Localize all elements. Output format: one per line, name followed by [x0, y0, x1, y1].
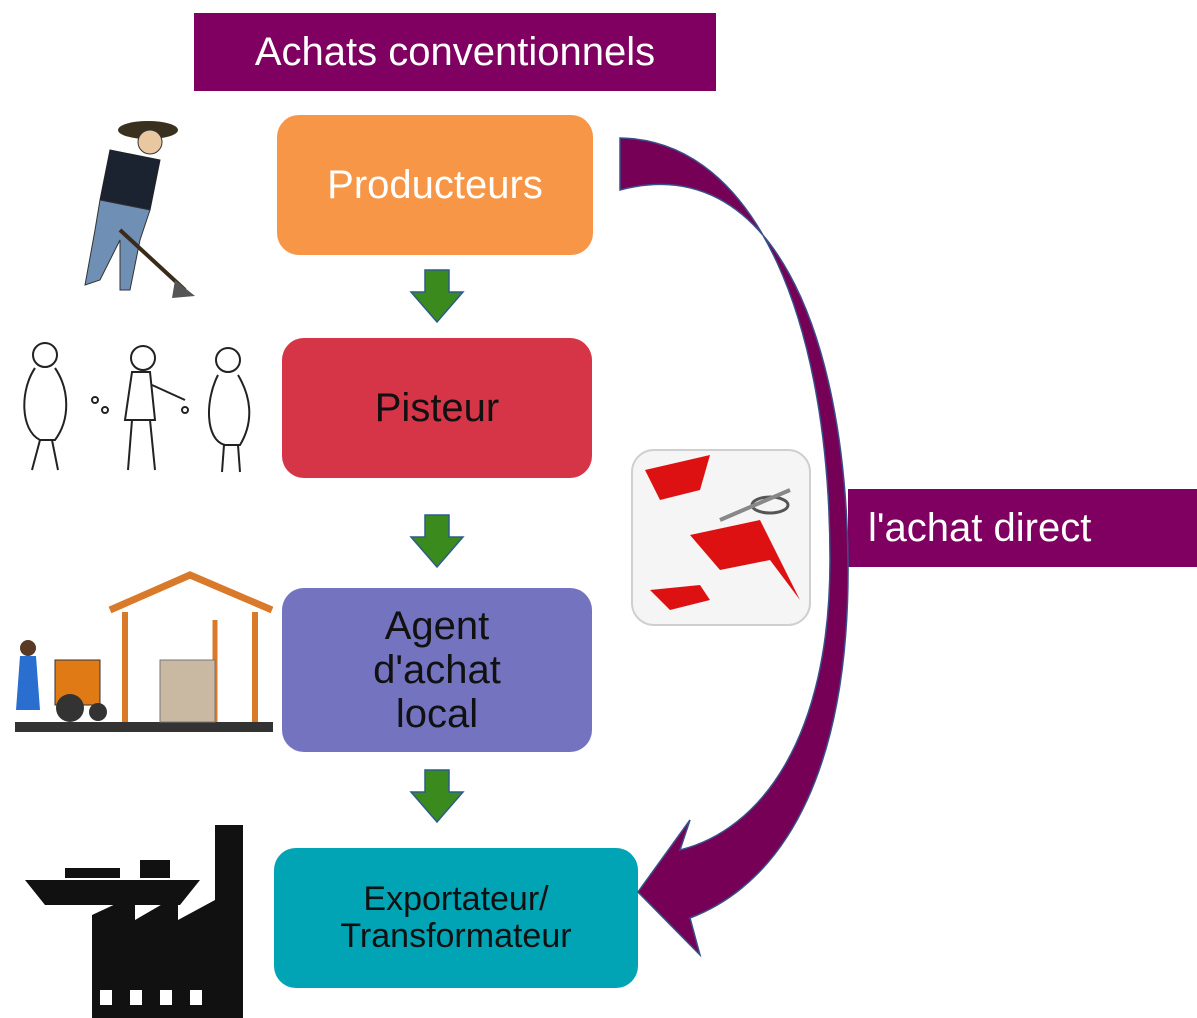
title-text: Achats conventionnels — [254, 29, 656, 74]
down-arrow-2 — [409, 514, 465, 569]
direct-purchase-label: l'achat direct — [848, 489, 1197, 567]
curved-arrow — [619, 137, 849, 958]
scissors-cut-icon — [631, 449, 811, 626]
down-arrow-1 — [409, 269, 465, 324]
direct-purchase-text: l'achat direct — [868, 505, 1092, 550]
step-pisteur: Pisteur — [282, 338, 592, 478]
step-producteurs: Producteurs — [277, 115, 593, 255]
ship-factory-icon — [25, 825, 243, 1018]
step-exportateur: Exportateur/ Transformateur — [274, 848, 638, 988]
traders-icon — [23, 342, 251, 473]
step-producteurs-label: Producteurs — [327, 163, 543, 207]
step-agent-achat-local: Agent d'achat local — [282, 588, 592, 752]
step-pisteur-label: Pisteur — [374, 386, 500, 430]
warehouse-icon — [15, 571, 274, 732]
down-arrow-3 — [409, 769, 465, 824]
step-exportateur-label: Exportateur/ Transformateur — [340, 879, 572, 955]
title-label: Achats conventionnels — [194, 13, 716, 91]
farmer-icon — [84, 121, 195, 298]
step-agent-label: Agent d'achat local — [373, 604, 501, 736]
